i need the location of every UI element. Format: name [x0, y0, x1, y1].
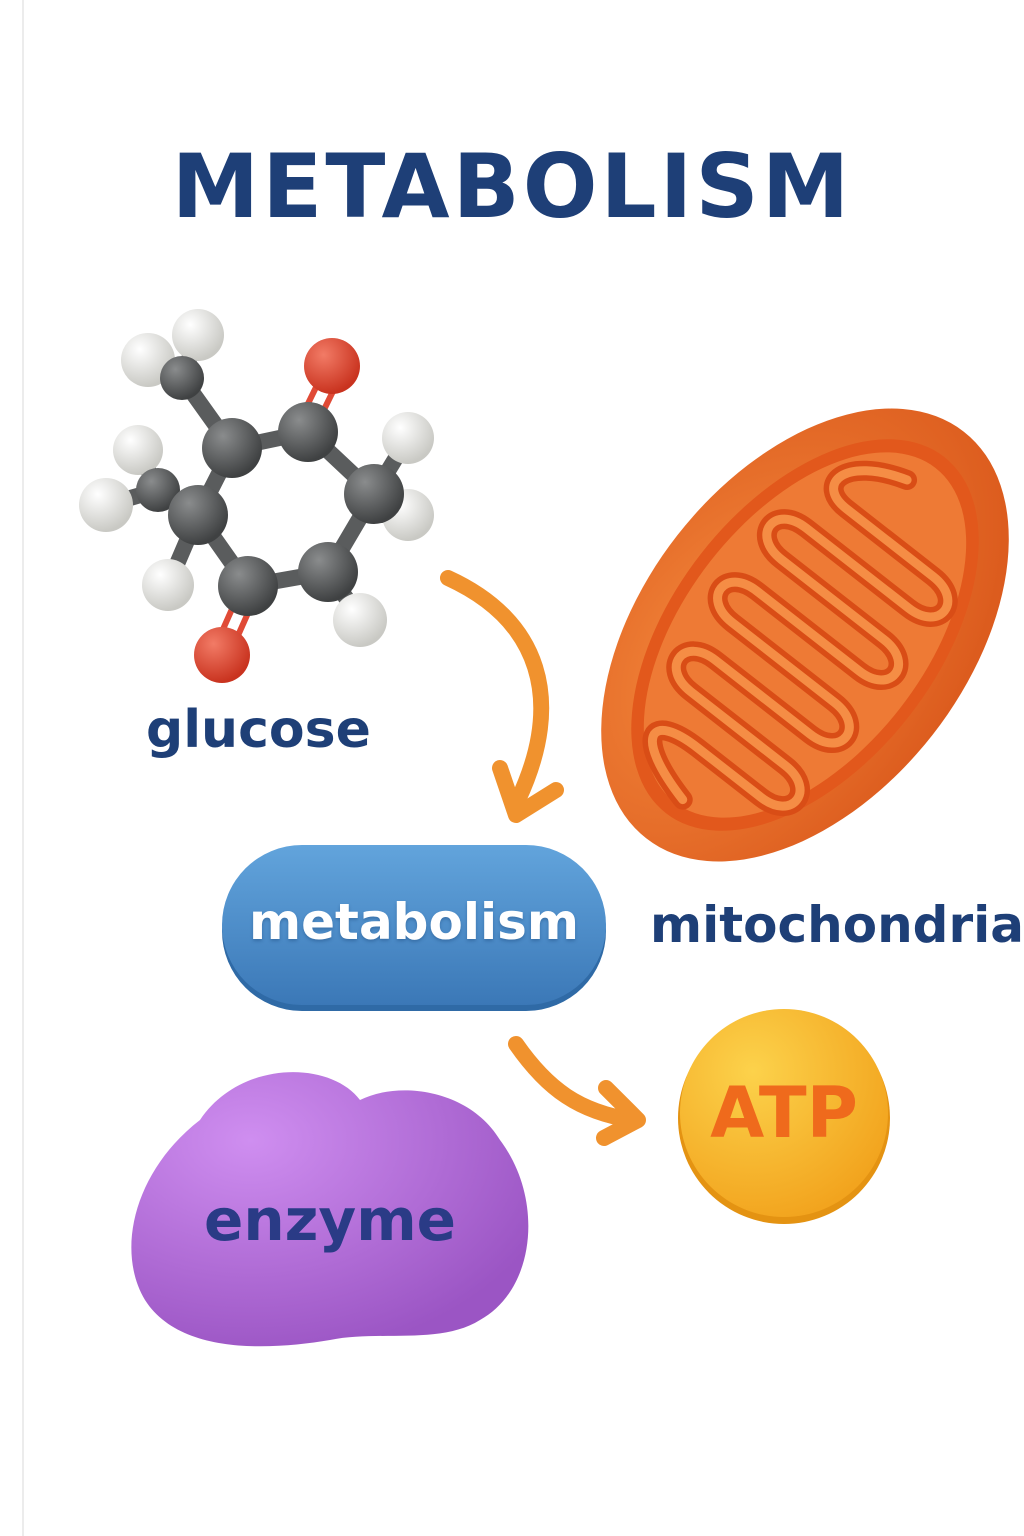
- carbon-atom: [202, 418, 262, 478]
- hydrogen-atom: [113, 425, 163, 475]
- arrow-metabolism-to-atp-icon: [508, 1036, 646, 1146]
- carbon-atom: [136, 468, 180, 512]
- enzyme-label: enzyme: [204, 1186, 456, 1254]
- hydrogen-atom: [79, 478, 133, 532]
- atp-coin-shape: [678, 1009, 890, 1224]
- carbon-atom: [160, 356, 204, 400]
- metabolism-label: metabolism: [249, 893, 579, 951]
- carbon-atom: [278, 402, 338, 462]
- hydrogen-atom: [382, 412, 434, 464]
- page-edge-divider: [22, 0, 24, 1536]
- metabolism-pill-shape: [222, 845, 606, 1011]
- hydrogen-atom: [172, 309, 224, 361]
- hydrogen-atom: [142, 559, 194, 611]
- diagram-title: METABOLISM: [171, 135, 853, 238]
- glucose-label: glucose: [146, 700, 371, 760]
- carbon-atom: [344, 464, 404, 524]
- glucose-molecule-icon: [79, 309, 434, 683]
- mitochondria-icon: [601, 408, 1009, 862]
- arrow-glucose-to-metabolism-icon: [440, 570, 564, 823]
- oxygen-atom: [304, 338, 360, 394]
- atp-label: ATP: [710, 1072, 858, 1154]
- carbon-atom: [298, 542, 358, 602]
- oxygen-atom: [194, 627, 250, 683]
- hydrogen-atom: [333, 593, 387, 647]
- carbon-atom: [218, 556, 278, 616]
- enzyme-blob-shape: [131, 1072, 529, 1347]
- mitochondria-label: mitochondria: [650, 896, 1024, 954]
- carbon-atom: [168, 485, 228, 545]
